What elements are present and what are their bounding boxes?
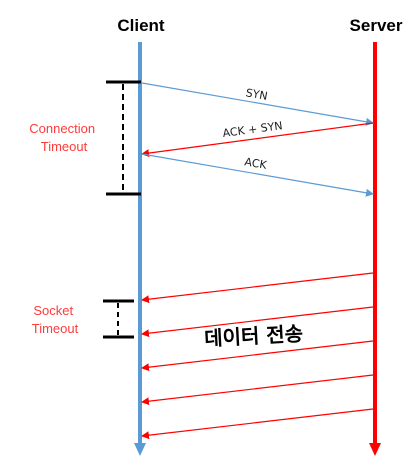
data-transfer-arrow	[141, 408, 374, 440]
socket-timeout-line1: Socket	[33, 303, 73, 318]
connection-timeout-bracket	[106, 80, 141, 196]
client-lifeline	[134, 42, 146, 456]
connection-timeout-line1: Connection	[29, 121, 95, 136]
socket-timeout-bracket	[103, 299, 134, 339]
ack-syn-arrow	[141, 122, 374, 158]
syn-arrow	[141, 82, 374, 126]
connection-timeout-line2: Timeout	[41, 139, 88, 154]
syn-label: SYN	[245, 86, 269, 103]
data-transfer-arrow	[141, 340, 374, 372]
ack-arrow	[141, 153, 374, 197]
data-transfer-arrow	[141, 306, 374, 338]
socket-timeout-label: Socket Timeout	[32, 303, 79, 336]
connection-timeout-label: Connection Timeout	[29, 121, 98, 154]
server-label: Server	[350, 16, 403, 35]
ack-label: ACK	[244, 155, 269, 172]
data-transfer-label: 데이터 전송	[204, 321, 304, 350]
data-transfer-arrow	[141, 374, 374, 406]
server-lifeline	[369, 42, 381, 456]
client-label: Client	[117, 16, 165, 35]
socket-timeout-line2: Timeout	[32, 321, 79, 336]
data-transfer-arrow	[141, 272, 374, 304]
data-transfer-arrows	[141, 272, 374, 440]
